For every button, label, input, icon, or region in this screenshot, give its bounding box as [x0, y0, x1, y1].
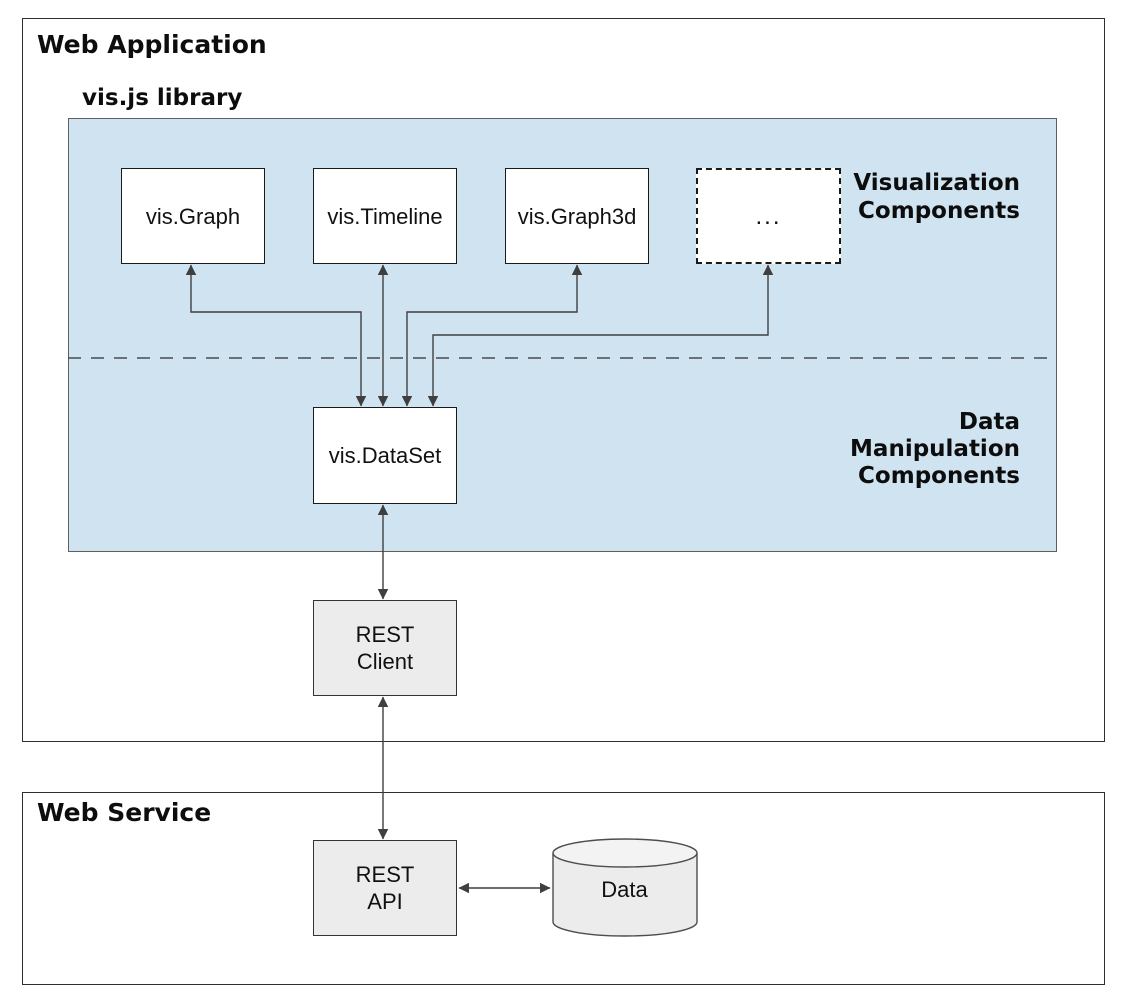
dataset-label: vis.DataSet — [328, 443, 442, 468]
component-label: vis.Timeline — [327, 203, 443, 229]
component-label: ... — [755, 202, 782, 230]
dataset-box: vis.DataSet — [313, 407, 457, 504]
component-box-vis-graph: vis.Graph — [121, 168, 265, 264]
rest-client-box: REST Client — [313, 600, 457, 696]
web-application-title: Web Application — [37, 30, 267, 59]
data-cylinder-label: Data — [601, 877, 648, 902]
web-service-title: Web Service — [37, 798, 212, 827]
component-label: vis.Graph3d — [517, 203, 637, 229]
component-box-vis-graph3d: vis.Graph3d — [505, 168, 649, 264]
rest-api-box: REST API — [313, 840, 457, 936]
vis-library-title: vis.js library — [82, 85, 243, 111]
rest-api-label: REST API — [355, 862, 415, 914]
visualization-components-label: Visualization Components — [853, 170, 1020, 224]
data-manipulation-components-label: Data Manipulation Components — [850, 409, 1020, 489]
component-label: vis.Graph — [145, 203, 241, 229]
rest-client-label: REST Client — [355, 622, 415, 674]
component-box-vis-timeline: vis.Timeline — [313, 168, 457, 264]
component-box-ellipsis: ... — [696, 168, 841, 264]
